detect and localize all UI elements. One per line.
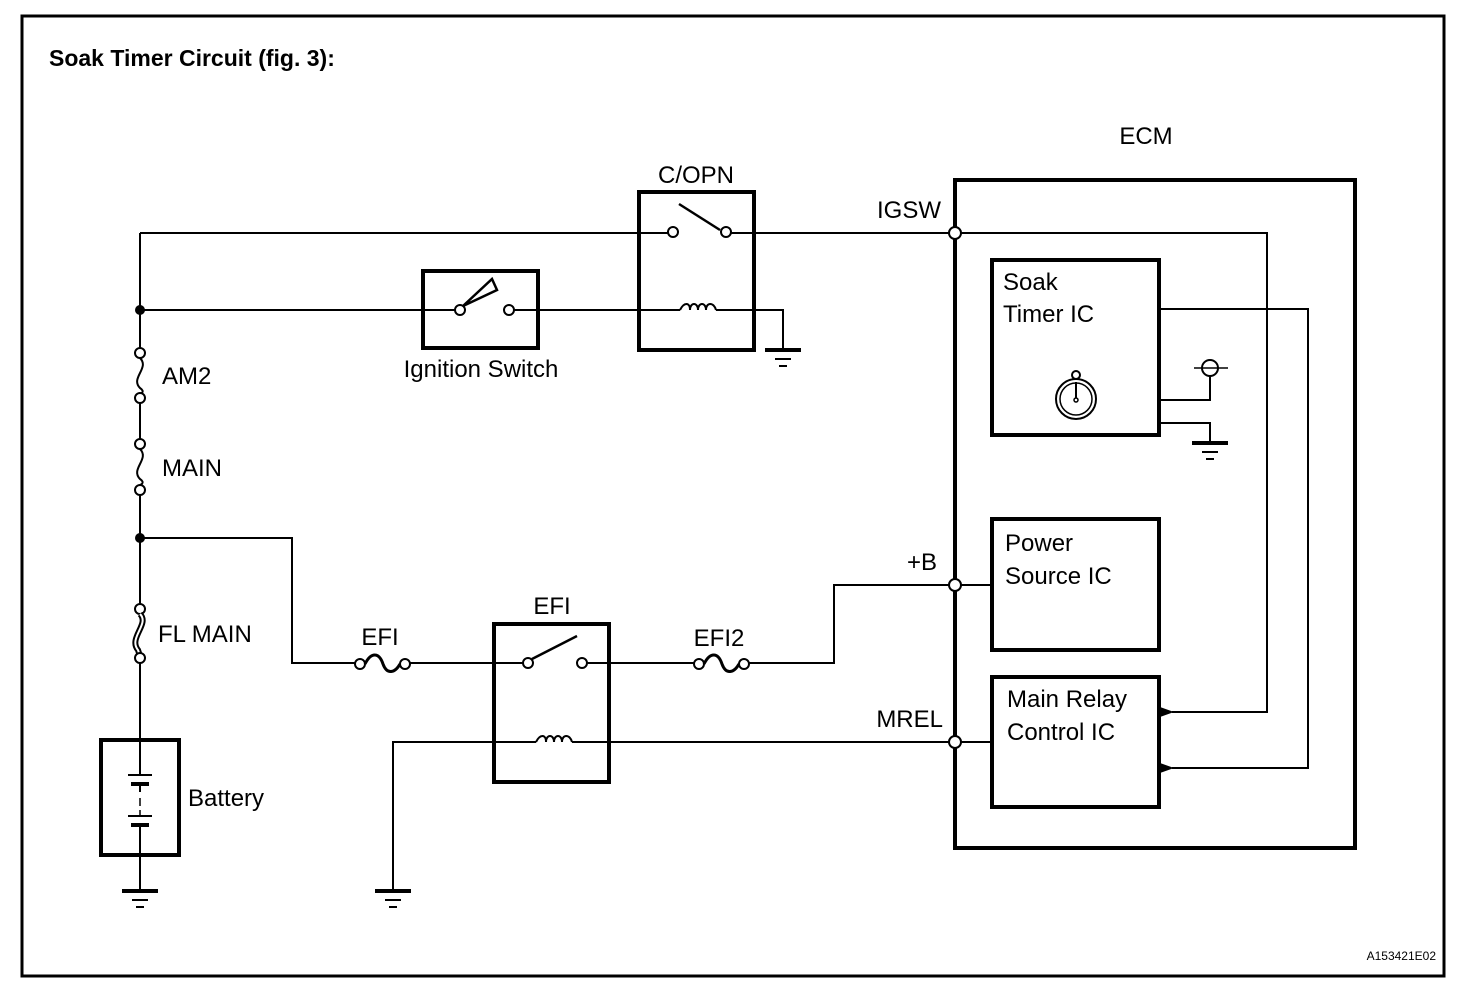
- terminal-plus-b-label: +B: [907, 549, 937, 576]
- copn-relay-label: C/OPN: [658, 162, 734, 189]
- ecm-label: ECM: [1119, 123, 1172, 150]
- ground-icon: [122, 889, 158, 908]
- fuse-efi-label: EFI: [361, 624, 398, 651]
- efi-relay: [392, 622, 950, 890]
- figure-frame: [20, 14, 1446, 978]
- fusible-link-fl-main: [132, 603, 146, 664]
- ecm-internal-wires: [960, 232, 1309, 773]
- ecm-box: [953, 178, 1357, 850]
- soak-timer-ic-label-line1: Soak: [1003, 269, 1059, 296]
- junction-node: [135, 533, 145, 543]
- power-source-ic-label-line2: Source IC: [1005, 563, 1112, 590]
- main-relay-control-ic-label-line2: Control IC: [1007, 719, 1115, 746]
- soak-timer-ic: [990, 258, 1161, 437]
- power-supply-icon: [1194, 359, 1228, 377]
- battery: [99, 738, 181, 857]
- fuse-am2-label: AM2: [162, 363, 211, 390]
- battery-label: Battery: [188, 785, 264, 812]
- ground-icon: [375, 889, 411, 908]
- ignition-switch-label: Ignition Switch: [404, 356, 559, 383]
- soak-timer-ic-label-line2: Timer IC: [1003, 301, 1094, 328]
- terminal-plus-b: [948, 578, 962, 592]
- terminal-igsw: [948, 226, 962, 240]
- figure-id: A153421E02: [1367, 949, 1437, 963]
- terminal-mrel: [948, 735, 962, 749]
- power-source-ic: [990, 517, 1161, 652]
- diagram-title: Soak Timer Circuit (fig. 3):: [49, 45, 335, 71]
- fuse-main: [134, 438, 146, 496]
- fuse-efi2: [693, 584, 950, 673]
- fuse-efi: [354, 653, 524, 673]
- fusible-link-fl-main-label: FL MAIN: [158, 621, 252, 648]
- stopwatch-icon: [1055, 370, 1097, 420]
- ignition-switch: [421, 269, 680, 350]
- junction-node: [135, 305, 145, 315]
- fuse-main-label: MAIN: [162, 455, 222, 482]
- main-relay-control-ic: [990, 675, 1161, 809]
- ground-icon: [765, 348, 801, 367]
- fuse-efi2-label: EFI2: [694, 625, 745, 652]
- copn-relay: [637, 190, 950, 352]
- efi-relay-label: EFI: [533, 593, 570, 620]
- fuse-am2: [134, 347, 146, 404]
- ground-icon: [1192, 441, 1228, 460]
- terminal-mrel-label: MREL: [876, 706, 943, 733]
- main-relay-control-ic-label-line1: Main Relay: [1007, 686, 1127, 713]
- power-source-ic-label-line1: Power: [1005, 530, 1073, 557]
- terminal-igsw-label: IGSW: [877, 197, 941, 224]
